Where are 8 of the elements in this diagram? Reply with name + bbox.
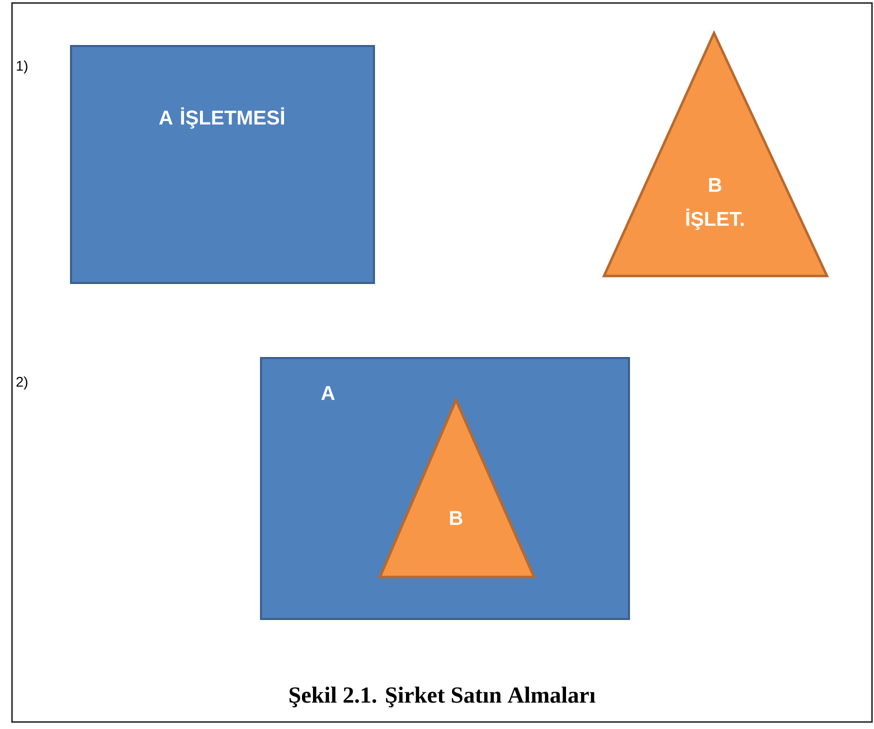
figure-caption: Şekil 2.1. Şirket Satın Almaları bbox=[290, 686, 596, 708]
shape-label: B bbox=[450, 511, 462, 525]
shape-label: B İŞLET. bbox=[686, 178, 744, 230]
rectangle-box bbox=[70, 45, 375, 284]
item-number: 1) bbox=[16, 60, 28, 74]
shape-label: A İŞLETMESİ bbox=[159, 107, 284, 129]
item-number: 2) bbox=[16, 376, 28, 390]
shape-label: A bbox=[321, 386, 335, 400]
